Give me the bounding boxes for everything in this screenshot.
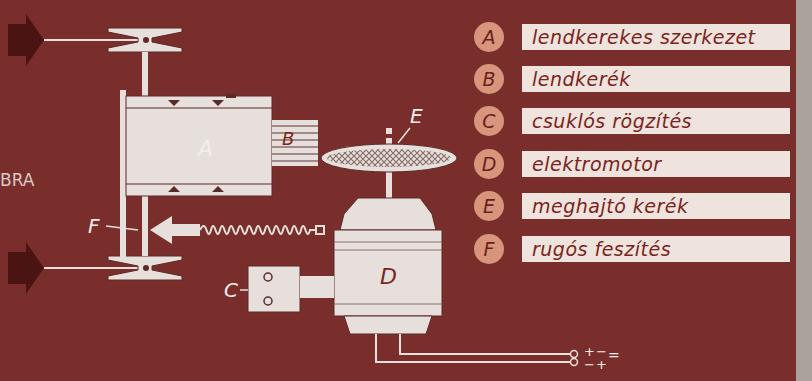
part-name: csuklós rögzítés — [532, 110, 692, 132]
callout-letter: B — [282, 130, 294, 148]
callout-letter: B — [482, 68, 495, 90]
part-name: lendkerekes szerkezet — [532, 26, 756, 48]
input-arrow — [8, 242, 44, 294]
terminal-sign: + — [584, 345, 595, 358]
letter-circle: A — [474, 22, 504, 52]
supply-wire — [376, 334, 570, 362]
flywheel — [272, 120, 318, 166]
callout-letter: C — [482, 110, 495, 132]
electric-motor — [334, 198, 442, 334]
letter-circle: D — [474, 149, 504, 179]
figure-caption-fragment: BRA — [0, 172, 34, 189]
callout-letter: D — [482, 153, 497, 175]
letter-circle: E — [474, 191, 504, 221]
rope — [44, 267, 146, 269]
callout-letter: A — [198, 138, 213, 160]
terminal-sign: − — [596, 345, 607, 358]
callout-letter: E — [410, 106, 423, 126]
right-strip — [796, 0, 812, 381]
input-arrow — [8, 14, 44, 66]
leader-line — [398, 128, 410, 143]
callout-letter: E — [483, 195, 495, 217]
callout-letter: F — [484, 238, 495, 260]
callout-letter: D — [380, 266, 397, 288]
letter-circle: C — [474, 106, 504, 136]
part-name: rugós feszítés — [532, 238, 671, 260]
legend-band: meghajtó kerék — [522, 193, 790, 219]
hinge-mount — [248, 266, 300, 312]
part-name: meghajtó kerék — [532, 195, 689, 217]
legend-band: lendkerék — [522, 66, 790, 92]
callout-letter: A — [483, 26, 496, 48]
terminal-sign: + — [596, 358, 607, 371]
callout-letter: F — [88, 216, 100, 236]
spring-arrow — [150, 216, 200, 244]
terminal-sign: = — [608, 348, 620, 362]
legend-band: rugós feszítés — [522, 236, 790, 262]
part-name: lendkerék — [532, 68, 631, 90]
part-name: elektromotor — [532, 153, 662, 175]
terminal-sign: − — [584, 358, 595, 371]
flywheel-mechanism-box — [126, 96, 272, 196]
legend-band: csuklós rögzítés — [522, 108, 790, 134]
letter-circle: B — [474, 64, 504, 94]
drive-wheel — [321, 144, 457, 172]
legend-band: elektromotor — [522, 151, 790, 177]
frame-plate — [120, 90, 126, 258]
leader-line — [106, 226, 138, 230]
letter-circle: F — [474, 234, 504, 264]
legend-band: lendkerekes szerkezet — [522, 24, 790, 50]
spring — [200, 226, 316, 234]
rope — [44, 39, 146, 41]
callout-letter: C — [224, 280, 238, 300]
